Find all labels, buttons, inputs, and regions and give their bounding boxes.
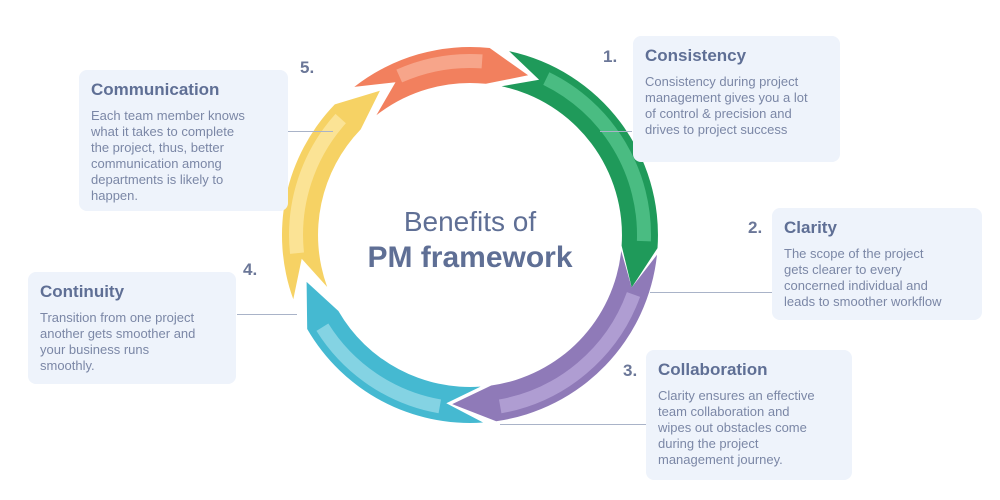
card-description: Consistency during project management gi… <box>645 74 828 138</box>
card-description-line: smoothly. <box>40 358 95 373</box>
card-description-line: drives to project success <box>645 122 788 137</box>
cycle-arrow-collaboration <box>306 281 484 423</box>
card-description-line: of control & precision and <box>645 106 792 121</box>
card-description-line: wipes out obstacles come <box>658 420 807 435</box>
card-communication: Communication Each team member knows wha… <box>79 70 288 211</box>
card-description-line: the project, thus, better <box>91 140 224 155</box>
connector-line-3 <box>500 424 646 425</box>
card-description-line: management gives you a lot <box>645 90 808 105</box>
cycle-arrow-highlight <box>498 292 641 414</box>
card-description: Transition from one project another gets… <box>40 310 224 374</box>
step-number-1: 1. <box>603 47 618 66</box>
connector-line-4 <box>237 314 297 315</box>
card-description-line: management journey. <box>658 452 783 467</box>
card-description-line: Consistency during project <box>645 74 799 89</box>
card-description: Each team member knows what it takes to … <box>91 108 276 204</box>
step-number-4: 4. <box>243 260 258 279</box>
card-description-line: what it takes to complete <box>91 124 235 139</box>
card-description-line: during the project <box>658 436 759 451</box>
card-description-line: departments is likely to <box>91 172 224 187</box>
card-description-line: Clarity ensures an effective <box>658 388 815 403</box>
cycle-arrow-highlight <box>396 53 483 83</box>
card-description: The scope of the project gets clearer to… <box>784 246 970 310</box>
card-title: Consistency <box>645 46 747 65</box>
card-description-line: gets clearer to every <box>784 262 902 277</box>
card-title: Continuity <box>40 282 125 301</box>
cycle-arrow-communication <box>354 46 529 116</box>
card-description-line: concerned individual and <box>784 278 928 293</box>
card-description-line: leads to smoother workflow <box>784 294 942 309</box>
cycle-arrow-highlight <box>543 72 651 242</box>
step-number-5: 5. <box>300 58 315 77</box>
center-title-line2: PM framework <box>367 241 573 274</box>
connector-line-5 <box>288 131 333 132</box>
connector-line-1 <box>600 131 632 132</box>
card-description-line: your business runs <box>40 342 150 357</box>
card-description-line: Transition from one project <box>40 310 195 325</box>
card-description-line: another gets smoother and <box>40 326 196 341</box>
step-number-2: 2. <box>748 218 763 237</box>
cycle-arrow-highlight <box>316 323 442 414</box>
step-number-3: 3. <box>623 361 638 380</box>
connector-line-2 <box>650 292 772 293</box>
card-clarity: Clarity The scope of the project gets cl… <box>772 208 982 320</box>
card-collaboration: Collaboration Clarity ensures an effecti… <box>646 350 852 480</box>
card-description-line: team collaboration and <box>658 404 790 419</box>
card-consistency: Consistency Consistency during project m… <box>633 36 840 162</box>
card-description: Clarity ensures an effective team collab… <box>658 388 840 468</box>
card-description-line: The scope of the project <box>784 246 924 261</box>
card-title: Collaboration <box>658 360 768 379</box>
card-description-line: Each team member knows <box>91 108 245 123</box>
card-continuity: Continuity Transition from one project a… <box>28 272 236 384</box>
center-title: Benefits of PM framework <box>340 205 600 277</box>
cycle-arrow-highlight <box>289 113 346 254</box>
card-description-line: communication among <box>91 156 222 171</box>
center-title-line1: Benefits of <box>403 206 537 237</box>
card-title: Clarity <box>784 218 837 237</box>
cycle-arrow-continuity <box>281 90 380 300</box>
card-title: Communication <box>91 80 220 99</box>
card-description-line: happen. <box>91 188 138 203</box>
